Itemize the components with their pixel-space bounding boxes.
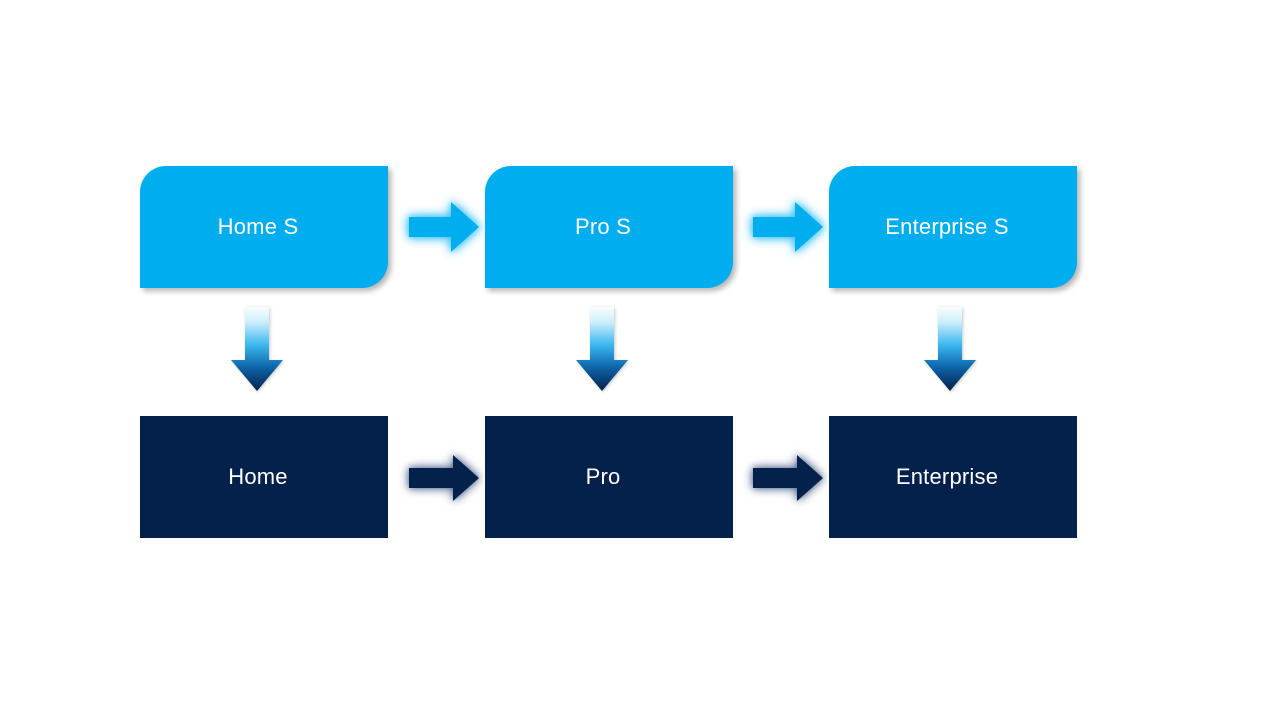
node-home-s[interactable]: Home S xyxy=(140,166,388,288)
arrow-down-icon-enterprise-s-to-enterprise xyxy=(924,307,976,391)
node-label: Home S xyxy=(217,213,299,239)
arrow-right-icon-home-to-pro xyxy=(409,455,479,501)
arrow-right-icon-home-s-to-pro-s xyxy=(409,202,479,252)
node-label: Pro S xyxy=(574,213,632,239)
node-label: Enterprise xyxy=(895,463,999,489)
node-home[interactable]: Home xyxy=(140,416,388,538)
arrow-down-icon-home-s-to-home xyxy=(231,307,283,391)
node-label: Enterprise S xyxy=(885,213,1009,239)
arrow-down-icon-pro-s-to-pro xyxy=(576,307,628,391)
node-enterprise[interactable]: Enterprise xyxy=(829,416,1077,538)
node-pro[interactable]: Pro xyxy=(485,416,733,538)
node-enterprise-s[interactable]: Enterprise S xyxy=(829,166,1077,288)
arrow-right-icon-pro-s-to-enterprise-s xyxy=(753,202,823,252)
node-label: Home xyxy=(228,463,288,489)
node-pro-s[interactable]: Pro S xyxy=(485,166,733,288)
node-label: Pro xyxy=(585,463,621,489)
arrow-right-icon-pro-to-enterprise xyxy=(753,455,823,501)
